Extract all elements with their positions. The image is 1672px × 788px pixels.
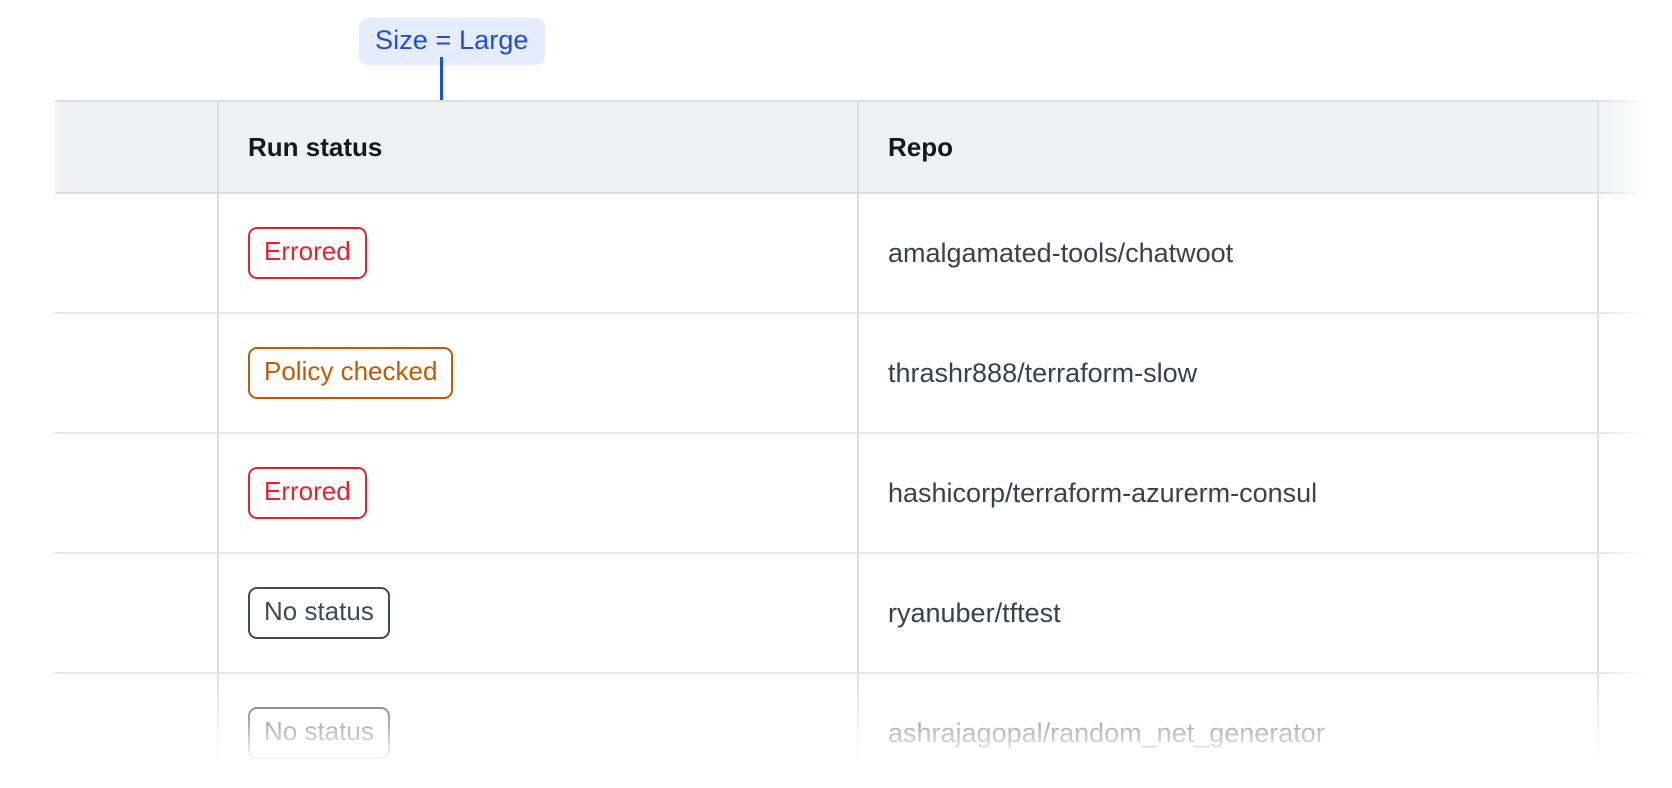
table-row[interactable]: Errored hashicorp/terraform-azurerm-cons…: [55, 433, 1672, 554]
table-header-row: Run status Repo: [55, 100, 1672, 194]
cell-trailing: [1598, 313, 1672, 434]
cell-repo[interactable]: ashrajagopal/random_net_generator: [858, 673, 1599, 788]
status-badge[interactable]: Errored: [248, 467, 367, 519]
cell-repo[interactable]: hashicorp/terraform-azurerm-consul: [858, 433, 1599, 554]
cell-trailing: [1598, 193, 1672, 314]
column-header-repo[interactable]: Repo: [858, 100, 1599, 194]
cell-run-status: Errored: [218, 433, 859, 554]
table-body: Errored amalgamated-tools/chatwoot Polic…: [55, 193, 1672, 788]
status-badge[interactable]: No status: [248, 587, 390, 639]
cell-repo[interactable]: thrashr888/terraform-slow: [858, 313, 1599, 434]
cell-repo[interactable]: amalgamated-tools/chatwoot: [858, 193, 1599, 314]
table-header: Run status Repo: [55, 100, 1672, 194]
cell-leading: [55, 553, 219, 674]
cell-leading: [55, 433, 219, 554]
table-row[interactable]: Policy checked thrashr888/terraform-slow: [55, 313, 1672, 434]
cell-run-status: No status: [218, 673, 859, 788]
cell-leading: [55, 313, 219, 434]
cell-trailing: [1598, 553, 1672, 674]
status-badge[interactable]: No status: [248, 707, 390, 759]
cell-run-status: No status: [218, 553, 859, 674]
column-header-trailing[interactable]: [1598, 100, 1672, 194]
cell-trailing: [1598, 673, 1672, 788]
cell-run-status: Errored: [218, 193, 859, 314]
run-status-table: Run status Repo Errored amalgamated-tool…: [55, 100, 1672, 788]
table-row[interactable]: Errored amalgamated-tools/chatwoot: [55, 193, 1672, 314]
size-annotation-badge: Size = Large: [359, 18, 545, 65]
column-header-leading[interactable]: [55, 100, 219, 194]
cell-trailing: [1598, 433, 1672, 554]
table-row[interactable]: No status ryanuber/tftest: [55, 553, 1672, 674]
cell-repo[interactable]: ryanuber/tftest: [858, 553, 1599, 674]
status-badge[interactable]: Errored: [248, 227, 367, 279]
run-status-table-container[interactable]: Run status Repo Errored amalgamated-tool…: [0, 100, 1672, 788]
cell-leading: [55, 193, 219, 314]
left-edge-fade: [0, 100, 62, 788]
cell-leading: [55, 673, 219, 788]
column-header-run-status[interactable]: Run status: [218, 100, 859, 194]
cell-run-status: Policy checked: [218, 313, 859, 434]
status-badge[interactable]: Policy checked: [248, 347, 454, 399]
table-row[interactable]: No status ashrajagopal/random_net_genera…: [55, 673, 1672, 788]
